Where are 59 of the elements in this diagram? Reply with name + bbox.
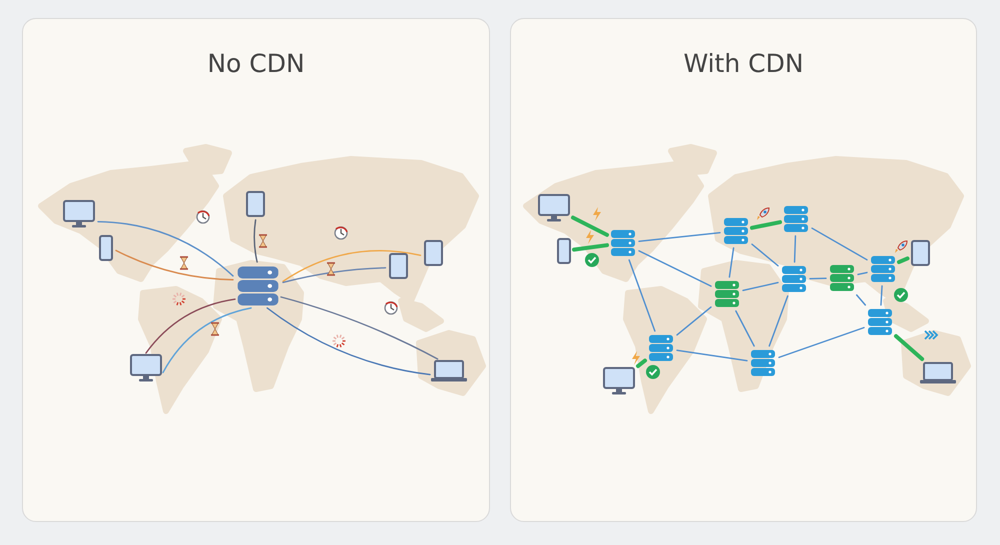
connection-line <box>811 228 868 260</box>
connection-line <box>97 220 234 277</box>
connection-line <box>676 306 712 336</box>
server-stack <box>870 255 896 283</box>
server-stack <box>714 280 740 308</box>
server-stack <box>648 334 674 362</box>
connection-line <box>880 285 883 306</box>
smartphone <box>557 238 571 264</box>
connection-line <box>750 220 782 230</box>
connection-line <box>115 250 234 280</box>
server-stack <box>783 205 809 233</box>
smartphone <box>99 235 113 261</box>
server-stack <box>750 349 776 377</box>
server-stack <box>829 264 855 292</box>
connection-line <box>897 256 910 264</box>
connection-line <box>162 307 252 374</box>
connection-line <box>894 334 924 361</box>
tablet <box>388 253 408 279</box>
tablet <box>910 240 930 266</box>
connection-line <box>282 267 386 284</box>
connection-line <box>638 232 721 242</box>
server-stack <box>867 308 893 336</box>
connection-line <box>145 298 236 354</box>
connection-line <box>254 219 258 263</box>
connection-line <box>728 247 734 278</box>
server-stack <box>236 265 280 307</box>
connection-line <box>282 250 422 282</box>
connection-line <box>794 235 796 263</box>
panel-title: With CDN <box>683 49 804 78</box>
connection-line <box>572 243 609 252</box>
connection-line <box>280 296 438 360</box>
connection-line <box>742 282 779 292</box>
connection-line <box>636 358 647 368</box>
connection-line <box>571 216 609 237</box>
laptop <box>920 362 956 384</box>
connection-line <box>778 326 865 358</box>
desktop-monitor <box>538 194 570 222</box>
server-stack <box>723 217 749 245</box>
connection-line <box>751 244 779 266</box>
connection-line <box>857 272 868 276</box>
connection-line <box>266 307 431 376</box>
connection-line <box>676 350 748 362</box>
panel-card <box>510 18 977 522</box>
server-stack <box>610 229 636 257</box>
tablet <box>246 191 264 217</box>
desktop-monitor <box>603 367 635 395</box>
connection-line <box>735 310 755 347</box>
server-stack <box>781 265 807 293</box>
laptop <box>431 360 467 382</box>
tablet <box>424 240 442 266</box>
desktop-monitor <box>130 354 162 382</box>
connection-line <box>638 250 712 287</box>
panel-title: No CDN <box>207 49 305 78</box>
connection-line <box>809 278 827 280</box>
connection-line <box>768 295 788 347</box>
connection-line <box>856 294 866 306</box>
connection-line <box>628 259 656 332</box>
desktop-monitor <box>63 200 95 228</box>
panel-card <box>22 18 490 522</box>
